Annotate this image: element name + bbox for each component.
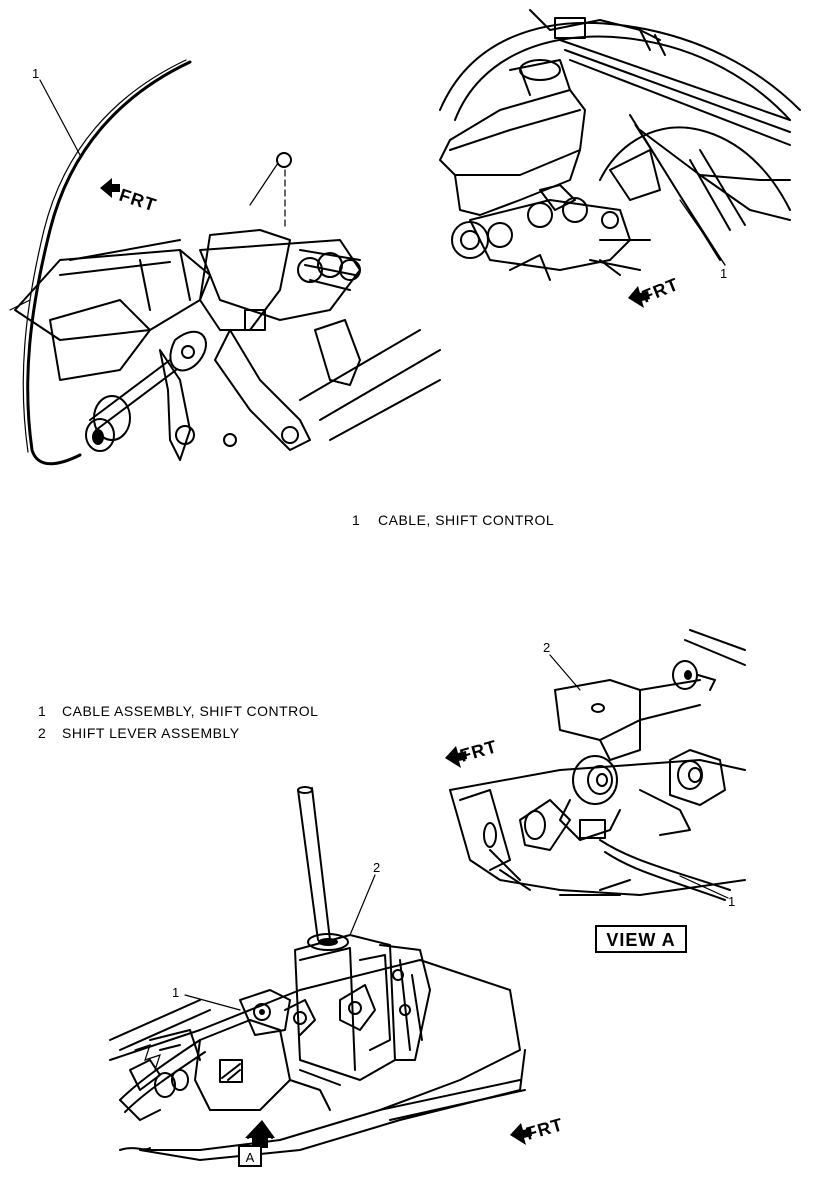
transmission-cable-illustration: [9, 59, 441, 466]
frt-arrow-icon: FRT: [100, 178, 159, 216]
callout-1: 1: [172, 985, 179, 1000]
frt-label: FRT: [117, 185, 159, 216]
brake-master-cylinder-illustration: [439, 9, 801, 281]
view-a-label: VIEW A: [606, 930, 675, 950]
shift-lever-illustration: A: [109, 786, 526, 1167]
view-a-label-box: VIEW A: [595, 925, 687, 953]
legend-text: CABLE, SHIFT CONTROL: [378, 512, 554, 528]
frt-arrow-icon: FRT: [510, 1114, 566, 1145]
legend-number: 2: [38, 725, 46, 741]
legend-text: CABLE ASSEMBLY, SHIFT CONTROL: [62, 703, 318, 719]
view-a-illustration: [449, 629, 746, 901]
legend-bottom: 1 CABLE ASSEMBLY, SHIFT CONTROL 2 SHIFT …: [38, 703, 318, 741]
frt-arrow-icon: FRT: [628, 274, 682, 308]
legend-number: 1: [352, 512, 360, 528]
legend-number: 1: [38, 703, 46, 719]
callout-2: 2: [543, 640, 550, 655]
legend-text: SHIFT LEVER ASSEMBLY: [62, 725, 240, 741]
callout-1: 1: [728, 894, 735, 909]
frt-arrow-icon: FRT: [445, 736, 500, 768]
frt-label: FRT: [458, 736, 500, 766]
view-a-marker: A: [246, 1150, 255, 1165]
frt-label: FRT: [639, 274, 682, 307]
callout-1: 1: [32, 66, 39, 81]
callout-2: 2: [373, 860, 380, 875]
callout-1: 1: [720, 266, 727, 281]
legend-top: 1 CABLE, SHIFT CONTROL: [352, 512, 554, 528]
frt-label: FRT: [524, 1114, 566, 1144]
